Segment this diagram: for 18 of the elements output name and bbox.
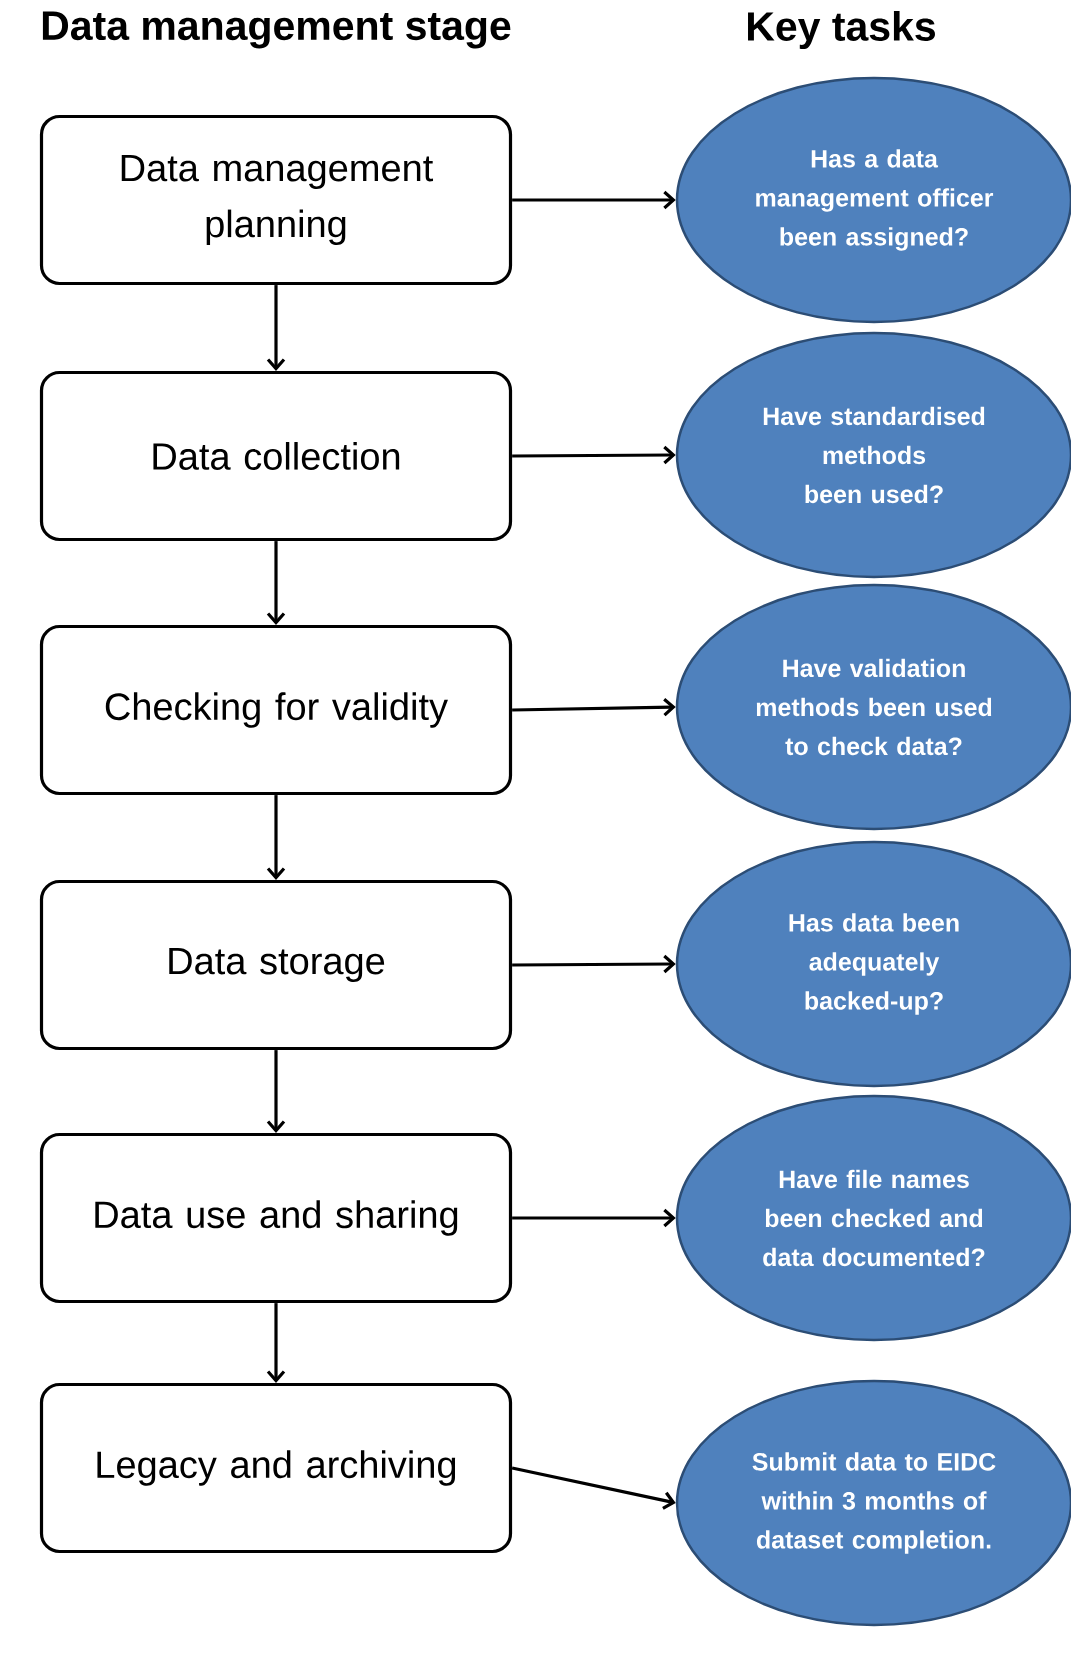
arrow: [512, 954, 676, 974]
process-box: Data management planning: [39, 114, 513, 286]
arrow: [512, 445, 676, 465]
arrow: [512, 1208, 676, 1228]
arrow: [266, 541, 286, 625]
process-box: Data storage: [39, 879, 513, 1051]
arrow: [266, 1303, 286, 1383]
process-box: Legacy and archiving: [39, 1382, 513, 1554]
arrow: [266, 285, 286, 371]
column-heading: Data management stage: [42, 11, 511, 49]
arrow: [512, 190, 676, 210]
arrow: [266, 1050, 286, 1133]
arrow: [511, 1466, 676, 1510]
arrow: [266, 795, 286, 880]
process-box: Checking for validity: [39, 624, 513, 796]
process-box: Data collection: [39, 370, 513, 542]
arrow: [512, 698, 676, 717]
process-box: Data use and sharing: [39, 1132, 513, 1304]
